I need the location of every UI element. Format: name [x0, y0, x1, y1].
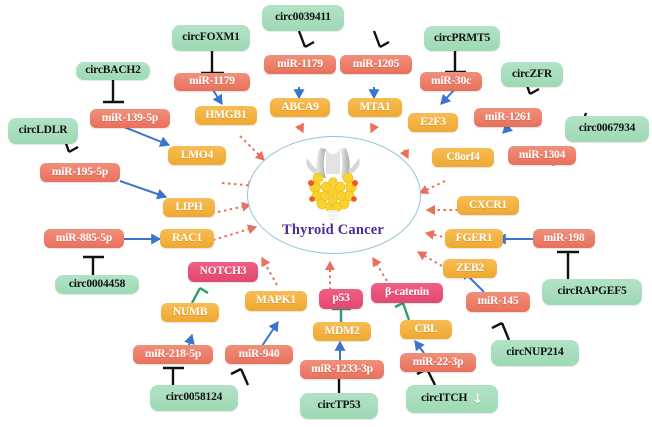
node-NOTCH3[interactable]: NOTCH3	[188, 262, 258, 282]
node-circRAPGEF5[interactable]: circRAPGEF5	[542, 279, 642, 305]
node-circ0058124[interactable]: circ0058124	[150, 385, 238, 411]
circITCH-label: circITCH	[421, 392, 468, 405]
node-miR-940[interactable]: miR-940	[225, 345, 293, 364]
node-LIPH[interactable]: LIPH	[163, 198, 215, 217]
node-MAPK1[interactable]: MAPK1	[245, 291, 307, 311]
node-CXCR1[interactable]: CXCR1	[457, 196, 519, 215]
node-beta-catenin[interactable]: β-catenin	[371, 283, 443, 303]
node-circNUP214[interactable]: circNUP214	[491, 340, 579, 366]
node-RAC1[interactable]: RAC1	[160, 229, 214, 248]
node-NUMB[interactable]: NUMB	[161, 303, 219, 322]
node-miR-1179-center[interactable]: miR-1179	[264, 55, 336, 74]
node-miR-1179-left[interactable]: miR-1179	[174, 73, 250, 91]
node-miR-139-5p[interactable]: miR-139-5p	[90, 109, 170, 128]
node-C8orf4[interactable]: C8orf4	[432, 148, 494, 167]
node-circ0004458[interactable]: circ0004458	[55, 275, 139, 294]
down-arrow-icon: ↓	[472, 391, 483, 407]
node-miR-1261[interactable]: miR-1261	[474, 108, 542, 127]
node-miR-1205[interactable]: miR-1205	[340, 55, 412, 74]
node-HMGB1[interactable]: HMGB1	[195, 106, 257, 125]
node-miR-198[interactable]: miR-198	[533, 229, 595, 248]
node-p53[interactable]: p53	[319, 289, 363, 309]
node-ZEB2[interactable]: ZEB2	[443, 259, 497, 278]
node-miR-30c[interactable]: miR-30c	[420, 72, 482, 91]
node-circZFR[interactable]: circZFR	[501, 62, 563, 87]
thyroid-gland-icon	[292, 144, 374, 224]
node-circBACH2[interactable]: circBACH2	[76, 62, 150, 80]
node-CBL[interactable]: CBL	[400, 320, 452, 339]
node-miR-145[interactable]: miR-145	[466, 292, 530, 312]
node-miR-22-3p[interactable]: miR-22-3p	[400, 353, 476, 372]
node-miR-195-5p[interactable]: miR-195-5p	[40, 163, 120, 182]
node-circITCH[interactable]: circITCH ↓	[406, 385, 498, 413]
node-circPRMT5[interactable]: circPRMT5	[424, 26, 500, 51]
node-circFOXM1[interactable]: circFOXM1	[172, 25, 250, 51]
node-ABCA9[interactable]: ABCA9	[270, 98, 330, 117]
node-E2F3[interactable]: E2F3	[408, 113, 458, 132]
node-circTP53[interactable]: circTP53	[300, 393, 378, 419]
node-miR-1304[interactable]: miR-1304	[508, 146, 576, 165]
node-MTA1[interactable]: MTA1	[348, 98, 402, 117]
node-FGER1[interactable]: FGER1	[445, 229, 503, 248]
center-label: Thyroid Cancer	[281, 222, 385, 238]
node-circLDLR[interactable]: circLDLR	[8, 118, 78, 144]
node-miR-218-5p[interactable]: miR-218-5p	[133, 345, 213, 364]
node-miR-885-5p[interactable]: miR-885-5p	[44, 229, 124, 248]
node-MDM2[interactable]: MDM2	[313, 322, 371, 341]
node-LMO4[interactable]: LMO4	[168, 146, 226, 165]
node-circ0067934[interactable]: circ0067934	[565, 116, 649, 142]
node-circ0039411[interactable]: circ0039411	[262, 5, 344, 31]
node-miR-1233-3p[interactable]: miR-1233-3p	[300, 360, 384, 379]
